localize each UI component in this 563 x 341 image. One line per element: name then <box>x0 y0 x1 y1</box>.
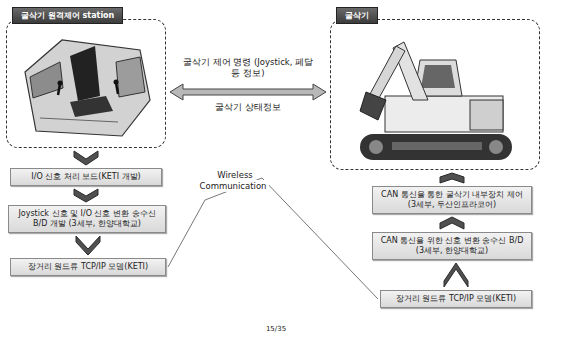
joystick <box>58 83 118 95</box>
arrow-label-text: 굴삭기 상태정보 <box>215 102 281 112</box>
process-box: I/O 신호 처리 보드(KETI 개발) <box>10 168 162 186</box>
dashed-outline <box>6 19 166 148</box>
chevron-arrow <box>440 173 464 183</box>
chevron-arrow <box>444 263 468 287</box>
counterweight <box>470 100 503 130</box>
bucket <box>360 92 386 120</box>
process-box: CAN 통신을 통한 굴삭기 내부장치 제어 (3세부, 두산인프라코어) <box>372 186 532 214</box>
dashed-region: 굴삭기 <box>330 3 540 170</box>
chevron-arrow <box>74 189 98 202</box>
joystick-knob <box>58 81 63 86</box>
wireless-link <box>168 178 378 299</box>
seat-cushion <box>70 96 113 117</box>
control-station-illustration <box>25 40 150 136</box>
box-text: Joystick 신호 및 I/O 신호 변환 송수신 B/D 개발 (3세부,… <box>14 209 160 229</box>
track <box>360 134 512 160</box>
box-text: I/O 신호 처리 보드(KETI 개발) <box>16 172 156 182</box>
box-text: 장거리 원드류 TCP/IP 모뎀(KETI) <box>386 294 526 304</box>
link-label: Wireless Communication <box>196 170 272 192</box>
process-box: 장거리 원드류 TCP/IP 모뎀(KETI) <box>10 258 166 276</box>
track-frame <box>392 142 482 150</box>
cab-window <box>421 65 455 88</box>
arrow-label-text: 굴삭기 제어 명령 (Joystick, 페달등 정보) <box>183 57 313 78</box>
region-heading: 굴삭기 원격제어 station <box>12 7 123 24</box>
dashed-region: 굴삭기 원격제어 station <box>6 3 166 148</box>
dashed-outline <box>330 19 540 170</box>
chevron-arrow <box>76 236 100 255</box>
process-box: CAN 통신을 위한 신호 변환 송수신 B/D (3세부, 한양대학교) <box>372 232 532 260</box>
arrow-label: 굴삭기 제어 명령 (Joystick, 페달등 정보) <box>181 57 315 79</box>
box-text: CAN 통신을 통한 굴삭기 내부장치 제어 (3세부, 두산인프라코어) <box>378 190 526 210</box>
arrow-label: 굴삭기 상태정보 <box>191 102 305 113</box>
box-text: 장거리 원드류 TCP/IP 모뎀(KETI) <box>16 262 160 272</box>
page-number: 15/35 <box>256 324 296 335</box>
process-box: Joystick 신호 및 I/O 신호 변환 송수신 B/D 개발 (3세부,… <box>8 205 166 233</box>
process-box: 장거리 원드류 TCP/IP 모뎀(KETI) <box>380 290 532 308</box>
wheel <box>489 140 503 154</box>
joystick-knob <box>114 80 119 85</box>
link-label-text: Wireless Communication <box>200 169 269 192</box>
upper-body <box>385 96 503 132</box>
arm <box>370 46 405 98</box>
station-edge <box>40 118 118 122</box>
box-text: CAN 통신을 위한 신호 변환 송수신 B/D (3세부, 한양대학교) <box>378 236 526 256</box>
seat-back <box>70 46 100 101</box>
page-number-text: 15/35 <box>266 325 286 333</box>
chevron-arrow <box>74 151 98 165</box>
double-arrow <box>170 84 326 100</box>
chevron-arrow <box>440 217 464 229</box>
excavator-illustration <box>360 42 512 160</box>
region-heading: 굴삭기 <box>336 7 378 24</box>
station-panel <box>116 57 145 97</box>
wheel <box>369 140 383 154</box>
station-body <box>25 40 150 136</box>
